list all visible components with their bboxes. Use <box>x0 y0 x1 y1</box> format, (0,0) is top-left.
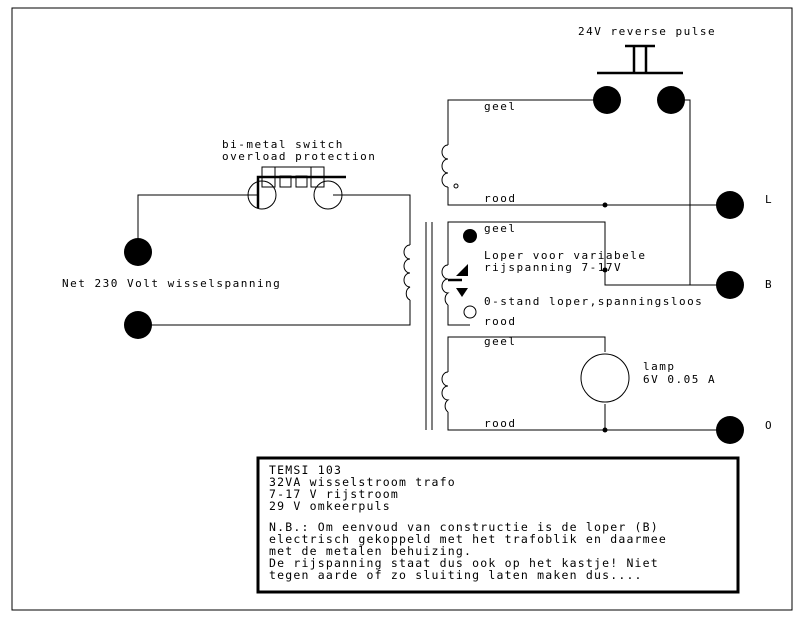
lower-secondary-coil <box>441 371 450 413</box>
notes-box: TEMSI 103 32VA wisselstroom trafo 7-17 V… <box>256 456 740 594</box>
label-bimetal-2: overload protection <box>222 150 376 163</box>
label-loper-1: Loper voor variabele <box>484 249 646 262</box>
note-line-9: tegen aarde of zo sluiting laten maken d… <box>269 568 643 582</box>
label-geel-mid: geel <box>484 222 517 235</box>
label-zero-stand: 0-stand loper,spanningsloos <box>484 295 703 308</box>
mains-circuit <box>124 194 411 339</box>
note-line-2: 32VA wisselstroom trafo <box>269 475 456 489</box>
note-line-8: De rijspanning staat dus ook op het kast… <box>269 556 659 570</box>
label-rood-mid: rood <box>484 315 517 328</box>
note-line-4: 29 V omkeerpuls <box>269 499 391 513</box>
label-reverse-pulse: 24V reverse pulse <box>578 25 716 38</box>
variable-circuit <box>441 221 718 326</box>
note-line-6: electrisch gekoppeld met het trafoblik e… <box>269 532 667 546</box>
label-bimetal-1: bi-metal switch <box>222 138 344 151</box>
terminal-B <box>716 271 744 299</box>
primary-coil <box>403 244 411 301</box>
label-terminal-B: B <box>765 278 773 291</box>
transformer-core <box>425 222 433 430</box>
reverse-pulse-button <box>593 44 685 114</box>
label-terminal-L: L <box>765 193 773 206</box>
mains-terminal-bottom <box>124 311 152 339</box>
drawing-border <box>11 7 793 611</box>
note-line-5: N.B.: Om eenvoud van constructie is de l… <box>269 520 659 534</box>
label-geel-top: geel <box>484 100 517 113</box>
upper-secondary-coil <box>441 144 449 188</box>
tap-zero <box>463 305 477 319</box>
label-mains: Net 230 Volt wisselspanning <box>62 277 281 290</box>
bimetal-switch <box>247 166 346 210</box>
note-line-3: 7-17 V rijstroom <box>269 487 399 501</box>
terminal-O <box>716 416 744 444</box>
lamp-symbol <box>580 353 630 403</box>
note-line-7: met de metalen behuizing. <box>269 544 472 558</box>
lamp-circuit <box>441 336 718 433</box>
label-lamp-1: lamp <box>643 360 676 373</box>
label-geel-low: geel <box>484 335 517 348</box>
label-lamp-2: 6V 0.05 A <box>643 373 716 386</box>
note-line-1: TEMSI 103 <box>269 463 342 477</box>
label-loper-2: rijspanning 7-17V <box>484 261 622 274</box>
tap-geel <box>463 229 477 243</box>
label-rood-low: rood <box>484 417 517 430</box>
terminal-L <box>716 191 744 219</box>
mains-terminal-top <box>124 238 152 266</box>
label-terminal-O: O <box>765 419 773 432</box>
middle-secondary-coil <box>441 264 450 306</box>
label-rood-top: rood <box>484 192 517 205</box>
